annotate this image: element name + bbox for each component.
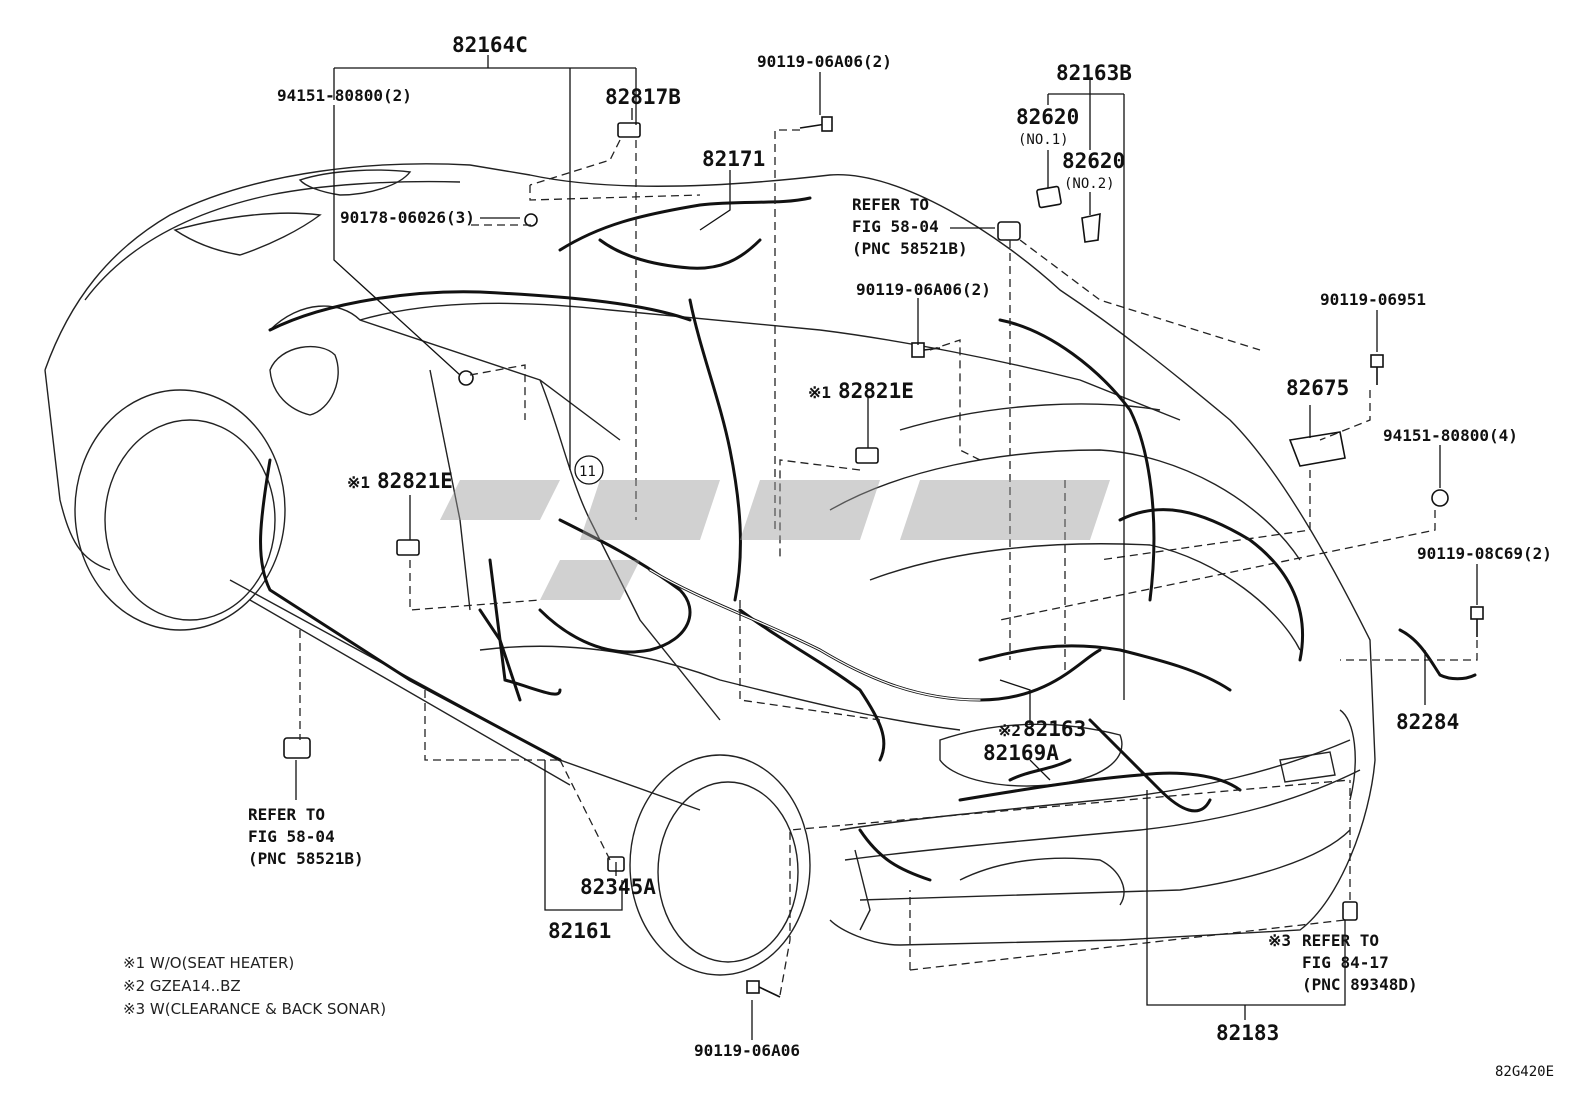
label-90178-06026-3: 90178-06026(3): [340, 208, 475, 227]
refer-left-line1: REFER TO: [248, 805, 325, 824]
label-82620-no1-sub: (NO.1): [1018, 132, 1069, 148]
note-3: ※3 W(CLEARANCE & BACK SONAR): [123, 1000, 386, 1018]
label-82817B: 82817B: [605, 85, 681, 109]
refer-left-line2: FIG 58-04: [248, 827, 335, 846]
figure-code: 82G420E: [1495, 1064, 1554, 1080]
note-2: ※2 GZEA14..BZ: [123, 977, 241, 995]
refer-top-line1: REFER TO: [852, 195, 929, 214]
label-90119-06A06-2-mid: 90119-06A06(2): [856, 280, 991, 299]
refer-top-line2: FIG 58-04: [852, 217, 939, 236]
mark-82821E-right: ※1: [808, 383, 831, 402]
refer-right-line1: REFER TO: [1302, 931, 1379, 950]
bolt-icon: [1370, 354, 1384, 385]
notes-legend: ※1 W/O(SEAT HEATER) ※2 GZEA14..BZ ※3 W(C…: [123, 954, 386, 1018]
label-82345A: 82345A: [580, 875, 656, 899]
mark-82821E-left: ※1: [347, 473, 370, 492]
refer-top-line3: (PNC 58521B): [852, 239, 968, 258]
note-1: ※1 W/O(SEAT HEATER): [123, 954, 294, 972]
bolt-icon: [799, 116, 833, 132]
label-82163B: 82163B: [1056, 61, 1132, 85]
label-82163: 82163: [1023, 717, 1086, 741]
label-82675: 82675: [1286, 376, 1349, 400]
label-90119-06A06-2-top: 90119-06A06(2): [757, 52, 892, 71]
bolt-icon: [746, 980, 781, 998]
refer-right-line3: (PNC 89348D): [1302, 975, 1418, 994]
label-82164C: 82164C: [452, 33, 528, 57]
mark-refer-right: ※3: [1268, 931, 1291, 950]
refer-left-line3: (PNC 58521B): [248, 849, 364, 868]
bolt-icon: [1470, 606, 1484, 637]
parts: [283, 116, 1484, 998]
reference-circle: [574, 455, 604, 485]
label-82161: 82161: [548, 919, 611, 943]
watermark-logo: [440, 480, 1110, 600]
label-82821E-right: 82821E: [838, 379, 914, 403]
refer-right-line2: FIG 84-17: [1302, 953, 1389, 972]
label-82169A: 82169A: [983, 741, 1059, 765]
labels: 82164C 94151-80800(2) 90119-06A06(2) 828…: [248, 33, 1554, 1080]
label-94151-80800-2: 94151-80800(2): [277, 86, 412, 105]
mark-82163: ※2: [998, 721, 1021, 740]
leader-lines: [295, 55, 1478, 1040]
dashed-guides: [299, 129, 1478, 996]
label-circle-11: 11: [579, 464, 596, 480]
label-82183: 82183: [1216, 1021, 1279, 1045]
label-90119-06951: 90119-06951: [1320, 290, 1426, 309]
label-82620-no2-sub: (NO.2): [1064, 176, 1115, 192]
label-82171: 82171: [702, 147, 765, 171]
bolt-icon: [911, 342, 941, 358]
label-82284: 82284: [1396, 710, 1459, 734]
label-82821E-left: 82821E: [377, 469, 453, 493]
label-90119-06A06-bottom: 90119-06A06: [694, 1041, 800, 1060]
label-90119-08C69-2: 90119-08C69(2): [1417, 544, 1552, 563]
car-body-outline: [44, 163, 1376, 976]
wire-harnesses: [259, 196, 1477, 882]
label-82620-no1: 82620: [1016, 105, 1079, 129]
label-82620-no2: 82620: [1062, 149, 1125, 173]
label-94151-80800-4: 94151-80800(4): [1383, 426, 1518, 445]
